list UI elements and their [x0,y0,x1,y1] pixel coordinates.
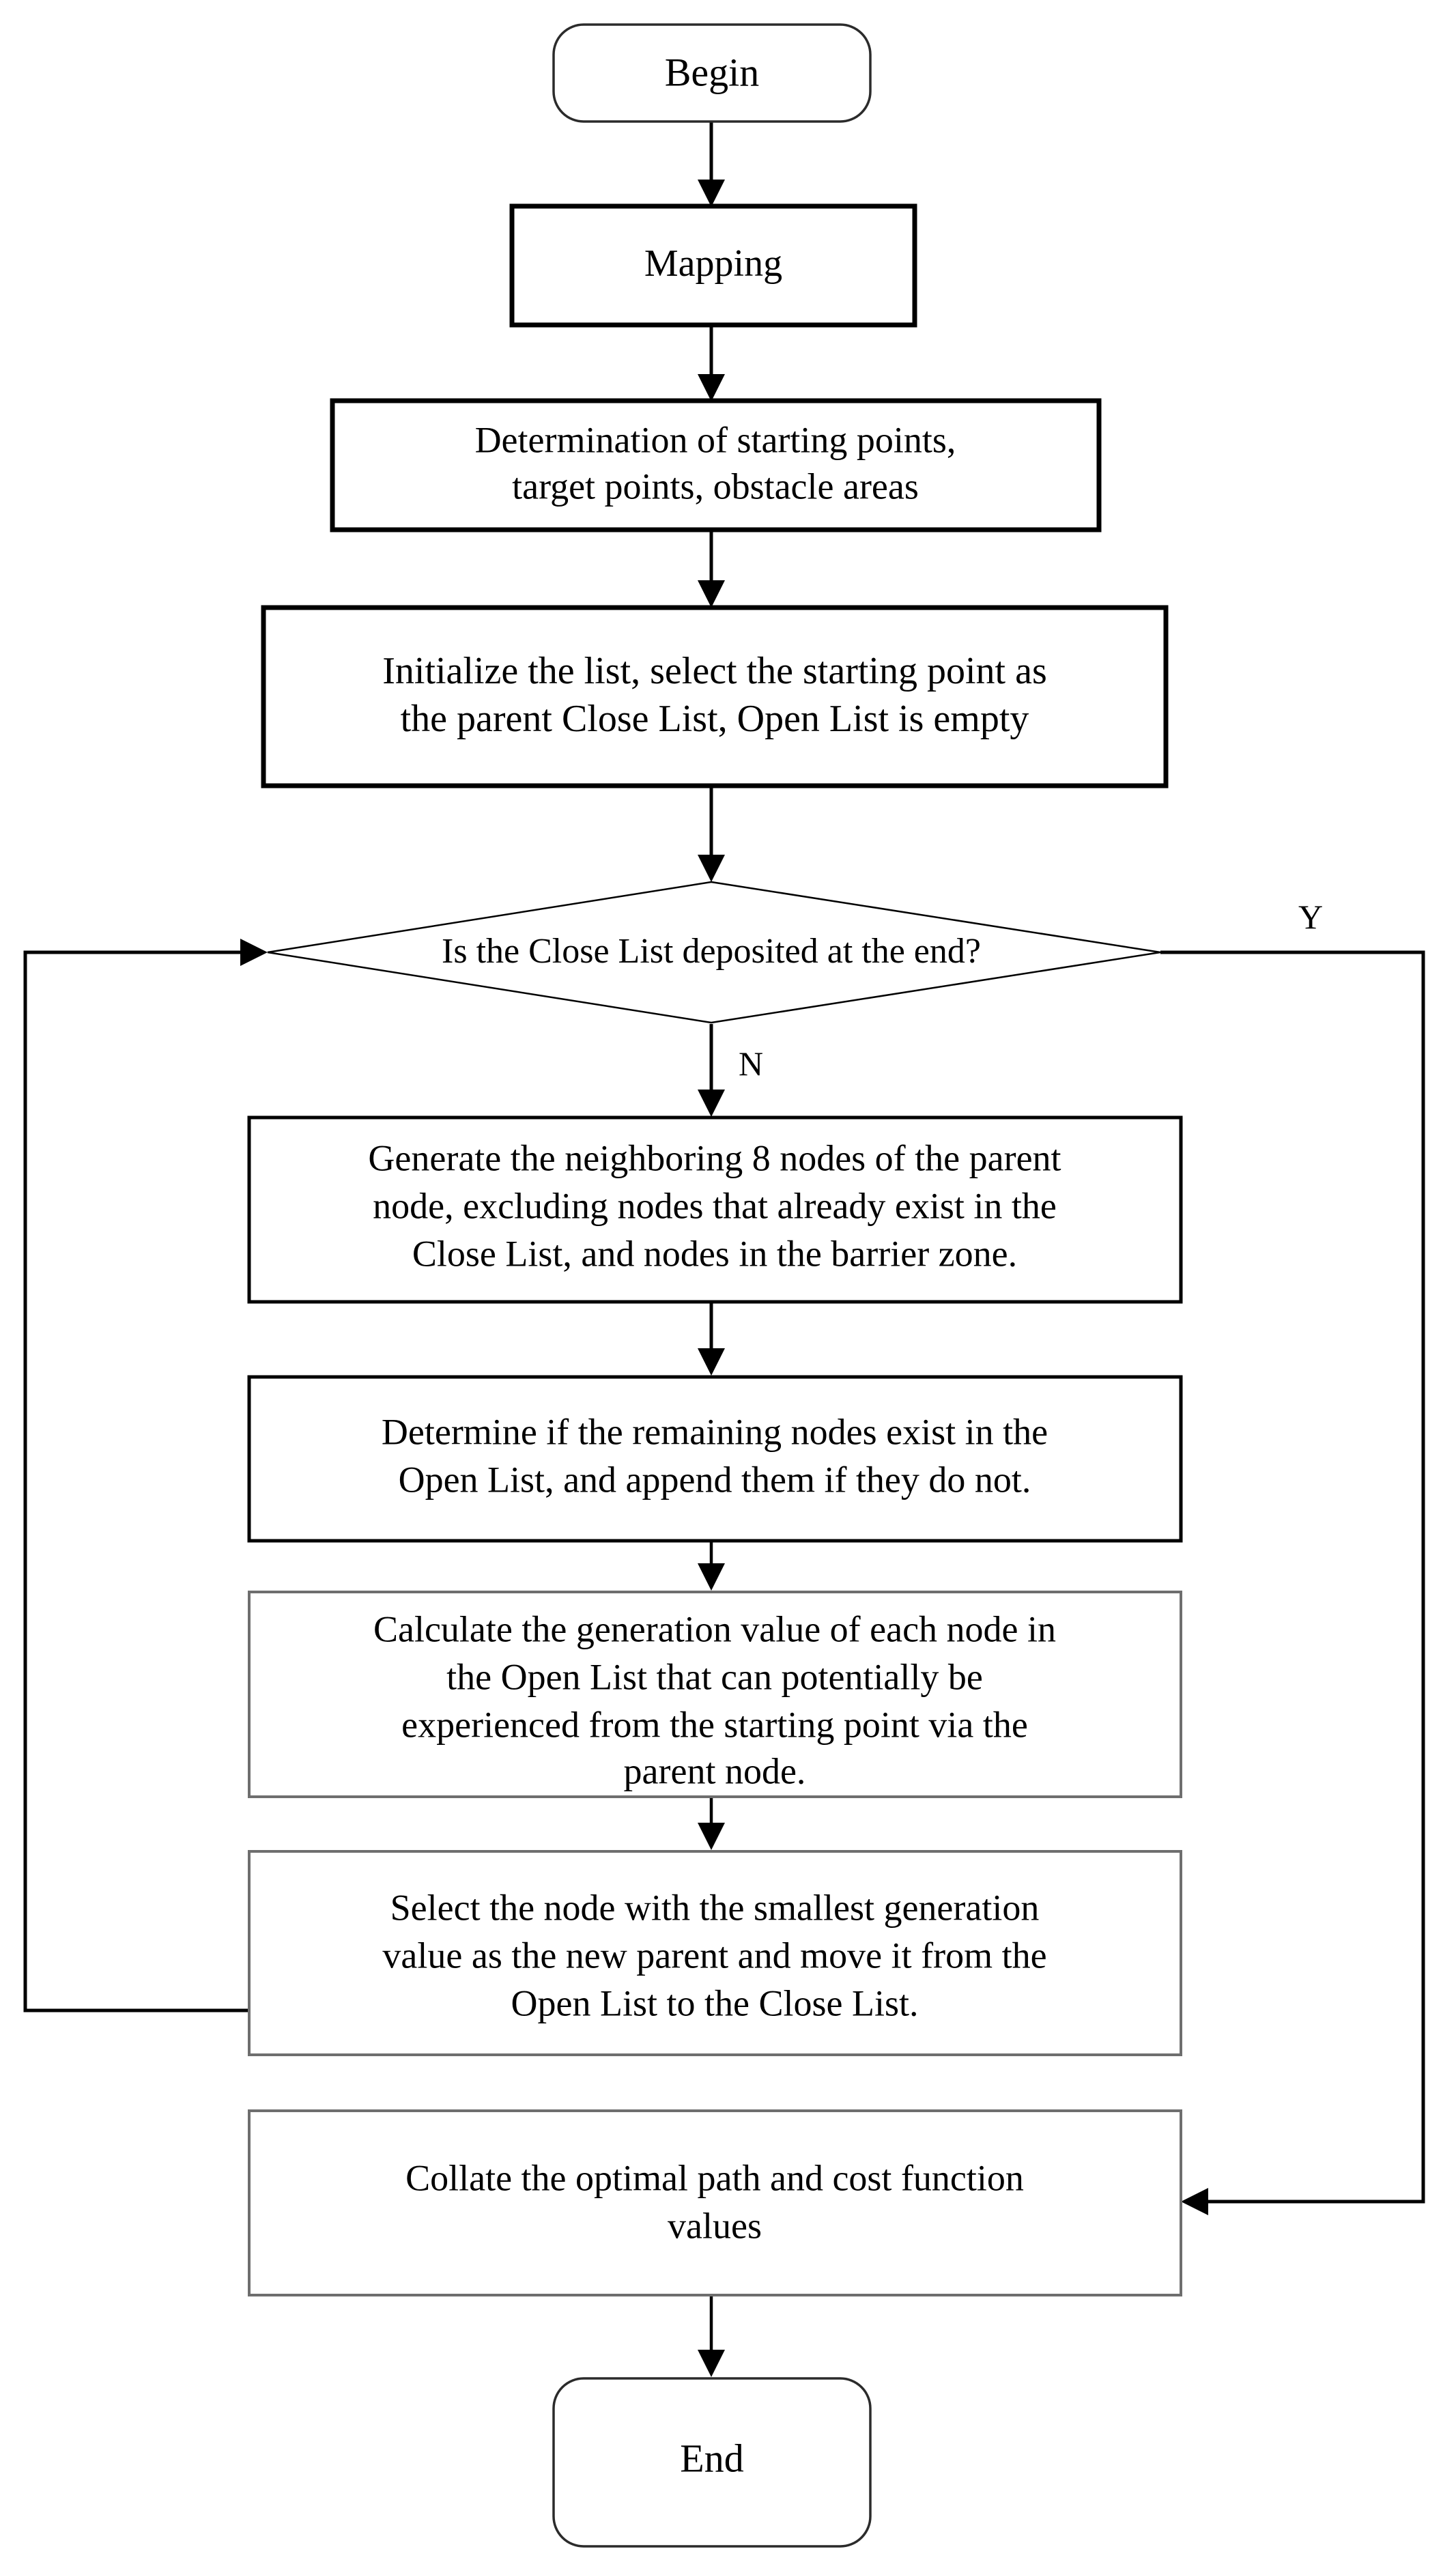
node-begin[interactable]: Begin [552,23,872,123]
edge-begin-to-mapping [698,122,725,207]
node-determination[interactable]: Determination of starting points, target… [330,398,1102,532]
mapping-label: Mapping [644,242,782,285]
edge-decision-no-to-generate [698,1024,725,1117]
node-collate[interactable]: Collate the optimal path and cost functi… [248,2109,1182,2296]
edge-mapping-to-determination [698,326,725,401]
determination-shape [330,398,1102,532]
calculate-line-1: Calculate the generation value of each n… [373,1608,1056,1649]
generate-shape [247,1115,1183,1304]
node-generate[interactable]: Generate the neighboring 8 nodes of the … [247,1115,1183,1304]
edge-select-to-decision-loop [23,939,268,2012]
calculate-line-2: the Open List that can potentially be [446,1656,983,1697]
edge-initialize-to-decision [698,786,725,882]
node-initialize[interactable]: Initialize the list, select the starting… [261,605,1169,788]
edge-generate-to-determine [698,1302,725,1376]
edge-decision-yes-to-collate [1160,950,1425,2215]
collate-line-1: Collate the optimal path and cost functi… [405,2157,1024,2198]
calculate-shape [248,1591,1182,1798]
node-mapping[interactable]: Mapping [509,203,917,328]
edge-calculate-to-select [698,1797,725,1850]
select-line-1: Select the node with the smallest genera… [390,1887,1040,1928]
determination-line-1: Determination of starting points, [475,419,956,460]
initialize-line-1: Initialize the list, select the starting… [382,650,1047,692]
calculate-line-3: experienced from the starting point via … [401,1704,1028,1745]
edge-collate-to-end [698,2295,725,2377]
decision-shape [267,881,1161,1024]
node-decision[interactable]: Is the Close List deposited at the end? [267,881,1161,1024]
mapping-shape [509,203,917,328]
initialize-shape [261,605,1169,788]
generate-line-1: Generate the neighboring 8 nodes of the … [368,1137,1061,1178]
decision-label: Is the Close List deposited at the end? [442,932,981,971]
generate-line-2: node, excluding nodes that already exist… [373,1185,1057,1226]
calculate-line-4: parent node. [624,1750,806,1791]
select-line-3: Open List to the Close List. [511,1982,919,2023]
node-select[interactable]: Select the node with the smallest genera… [248,1850,1182,2056]
node-calculate[interactable]: Calculate the generation value of each n… [248,1591,1182,1798]
select-line-2: value as the new parent and move it from… [382,1935,1046,1976]
edge-label-no: N [739,1044,763,1083]
begin-shape [552,23,872,123]
generate-line-3: Close List, and nodes in the barrier zon… [412,1233,1017,1274]
node-end[interactable]: End [552,2377,872,2548]
select-shape [248,1850,1182,2056]
end-label: End [680,2436,743,2480]
end-shape [552,2377,872,2548]
edge-determine-to-calculate [698,1541,725,1591]
collate-shape [248,2109,1182,2296]
initialize-line-2: the parent Close List, Open List is empt… [401,698,1029,740]
edge-determination-to-initialize [698,530,725,608]
edge-label-yes: Y [1298,898,1323,936]
determine-remaining-shape [247,1375,1183,1543]
determination-line-2: target points, obstacle areas [512,466,919,507]
begin-label: Begin [665,50,760,94]
determine-remaining-line-2: Open List, and append them if they do no… [399,1459,1031,1500]
determine-remaining-line-1: Determine if the remaining nodes exist i… [382,1411,1048,1452]
collate-line-2: values [668,2205,762,2246]
node-determine-remaining[interactable]: Determine if the remaining nodes exist i… [247,1375,1183,1543]
